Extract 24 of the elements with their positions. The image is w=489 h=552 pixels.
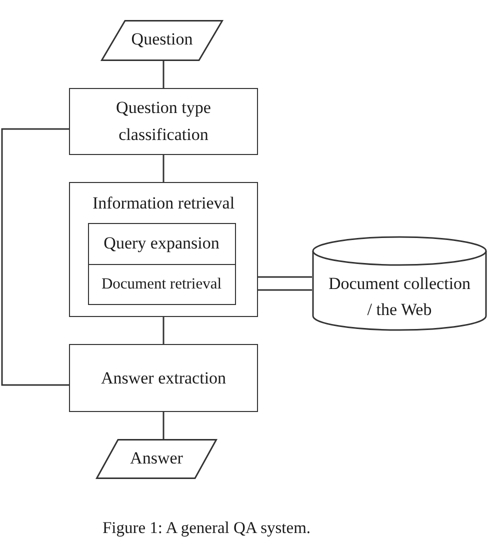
process-box	[88, 264, 236, 304]
group-title: Information retrieval	[92, 192, 235, 214]
node-label: Question type classification	[115, 97, 212, 146]
node-label: Question	[131, 28, 193, 50]
io-parallelogram	[96, 439, 217, 479]
connector-line	[162, 317, 164, 344]
process-box	[69, 344, 258, 412]
database-cylinder	[312, 236, 487, 331]
process-box	[69, 88, 258, 155]
node-label: Document retrieval	[101, 274, 222, 294]
connector-line	[162, 61, 164, 88]
connector-line	[258, 276, 312, 278]
connector-line	[1, 128, 69, 386]
figure-caption: Figure 1: A general QA system.	[102, 518, 311, 538]
node-label: Answer extraction	[100, 367, 226, 389]
group-box	[69, 182, 258, 317]
process-box	[88, 222, 236, 265]
io-parallelogram	[101, 20, 223, 61]
node-label: Query expansion	[104, 232, 220, 255]
connector-line	[258, 289, 312, 291]
connector-line	[162, 412, 164, 439]
connector-line	[162, 155, 164, 182]
node-label: Document collection / the Web	[327, 273, 472, 321]
node-label: Answer	[130, 447, 183, 469]
